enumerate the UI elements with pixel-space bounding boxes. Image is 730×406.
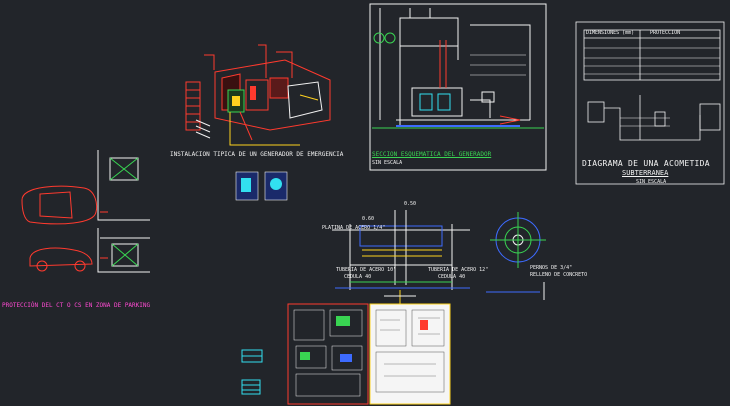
generator-installation-drawing: [185, 44, 331, 146]
label-pernos: PERNOS DE 3/4": [530, 265, 573, 271]
generator-section-drawing: [369, 3, 547, 171]
detail-sheet-white: [369, 303, 451, 405]
acometida-subtitle: SUBTERRANEA: [622, 169, 669, 177]
acometida-diagram: [575, 21, 725, 185]
acometida-table-header-protection: PROTECCION: [650, 30, 681, 36]
parking-title: PROTECCIÓN DEL CT O CS EN ZONA DE PARKIN…: [2, 302, 151, 309]
label-platina: PLATINA DE ACERO 1/4": [322, 225, 386, 231]
label-cedula-2: CEDULA 40: [438, 274, 466, 280]
detail-sheet-red: [287, 303, 369, 405]
generator-small-details: [235, 171, 288, 201]
legend-symbols: [241, 349, 263, 395]
generator-section-title: SECCION ESQUEMATICA DEL GENERADOR: [372, 151, 492, 158]
generator-section-subtitle: SIN ESCALA: [372, 160, 403, 166]
acometida-table-header-dimensions: DIMENSIONES (mm): [586, 30, 635, 36]
parking-drawing: [21, 150, 150, 273]
label-tuberia: TUBERIA DE ACERO 10": [336, 267, 397, 273]
dim-top-2: 0.50: [404, 201, 417, 207]
label-tuberia-2: TUBERIA DE ACERO 12": [428, 267, 489, 273]
column-base-detail: [332, 210, 470, 305]
label-cedula: CEDULA 40: [344, 274, 372, 280]
label-relleno: RELLENO DE CONCRETO: [530, 272, 588, 278]
generator-installation-title: INSTALACION TIPICA DE UN GENERADOR DE EM…: [170, 151, 344, 158]
dim-top-1: 0.60: [362, 216, 375, 222]
column-plan-detail: [486, 212, 546, 300]
acometida-scale: SIN ESCALA: [636, 179, 667, 185]
acometida-title: DIAGRAMA DE UNA ACOMETIDA: [582, 159, 710, 168]
